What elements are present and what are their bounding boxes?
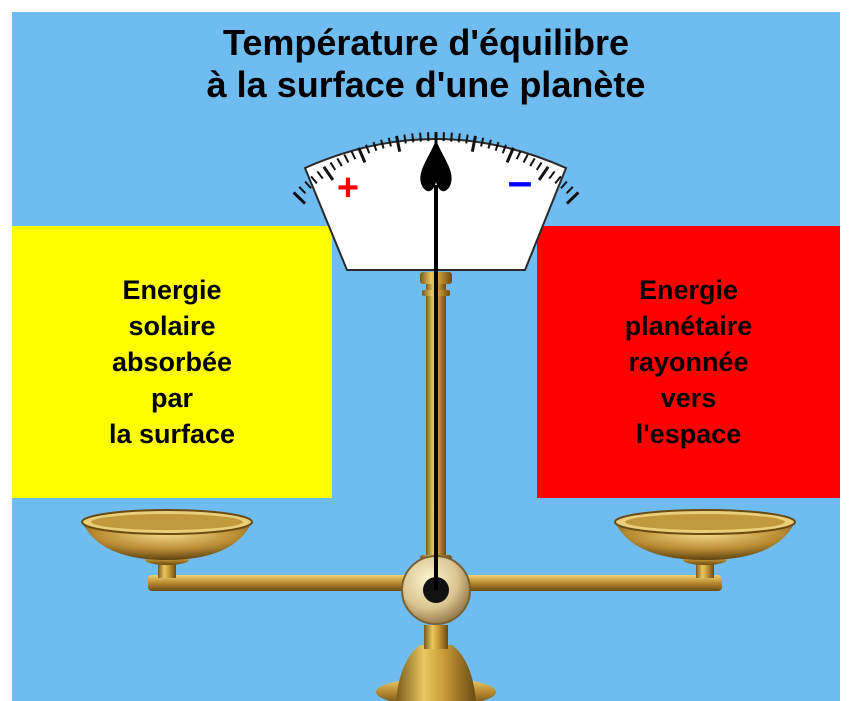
gauge-tick (365, 144, 371, 154)
gauge-tick (322, 165, 335, 181)
gauge-tick (554, 175, 562, 184)
gauge-tick (372, 141, 378, 151)
gauge-tick (336, 157, 343, 167)
gauge-tick (515, 150, 522, 160)
diagram-title: Température d'équilibre à la surface d'u… (0, 22, 852, 106)
gauge-tick (537, 165, 550, 181)
plus-sign: + (337, 167, 359, 209)
gauge-tick (419, 132, 422, 142)
gauge-tick (494, 141, 500, 151)
gauge-tick (411, 133, 415, 143)
left-pan (81, 509, 253, 578)
gauge-tick (480, 137, 485, 147)
gauge-tick (316, 170, 324, 180)
gauge-tick (529, 157, 536, 167)
gauge-tick (560, 180, 568, 189)
title-line-2: à la surface d'une planète (206, 64, 646, 105)
solar-energy-panel: Energie solaire absorbée par la surface (12, 226, 332, 498)
gauge-ticks (292, 132, 580, 205)
gauge-tick (380, 139, 385, 149)
gauge-tick (487, 139, 492, 149)
gauge-tick (548, 170, 556, 180)
gauge-tick (465, 134, 469, 144)
gauge-tick (565, 186, 574, 195)
gauge-tick (505, 147, 515, 164)
solar-energy-label: Energie solaire absorbée par la surface (108, 275, 236, 449)
gauge-tick (457, 133, 461, 143)
gauge-tick (522, 154, 529, 163)
gauge-tick (343, 154, 350, 163)
gauge-tick (304, 180, 312, 189)
gauge-tick (298, 186, 307, 195)
gauge-tick (310, 175, 318, 184)
gauge-tick (450, 132, 453, 142)
gauge-tick (501, 144, 507, 154)
gauge-tick (350, 150, 357, 160)
title-line-1: Température d'équilibre (223, 22, 629, 63)
scale-base (376, 625, 496, 701)
gauge-needle (420, 140, 452, 590)
gauge-tick (387, 137, 392, 147)
gauge-tick (470, 135, 477, 152)
gauge-tick (565, 191, 580, 205)
gauge-tick (292, 191, 307, 205)
gauge-tick (329, 161, 337, 171)
gauge-tick (535, 161, 543, 171)
gauge-tick (395, 135, 402, 152)
planetary-energy-label: Energie planétaire rayonnée vers l'espac… (624, 275, 753, 449)
gauge-tick (403, 134, 407, 144)
gauge-tick (357, 147, 367, 164)
right-pan (614, 509, 796, 578)
minus-sign: – (508, 157, 532, 206)
planetary-energy-panel: Energie planétaire rayonnée vers l'espac… (537, 226, 840, 498)
